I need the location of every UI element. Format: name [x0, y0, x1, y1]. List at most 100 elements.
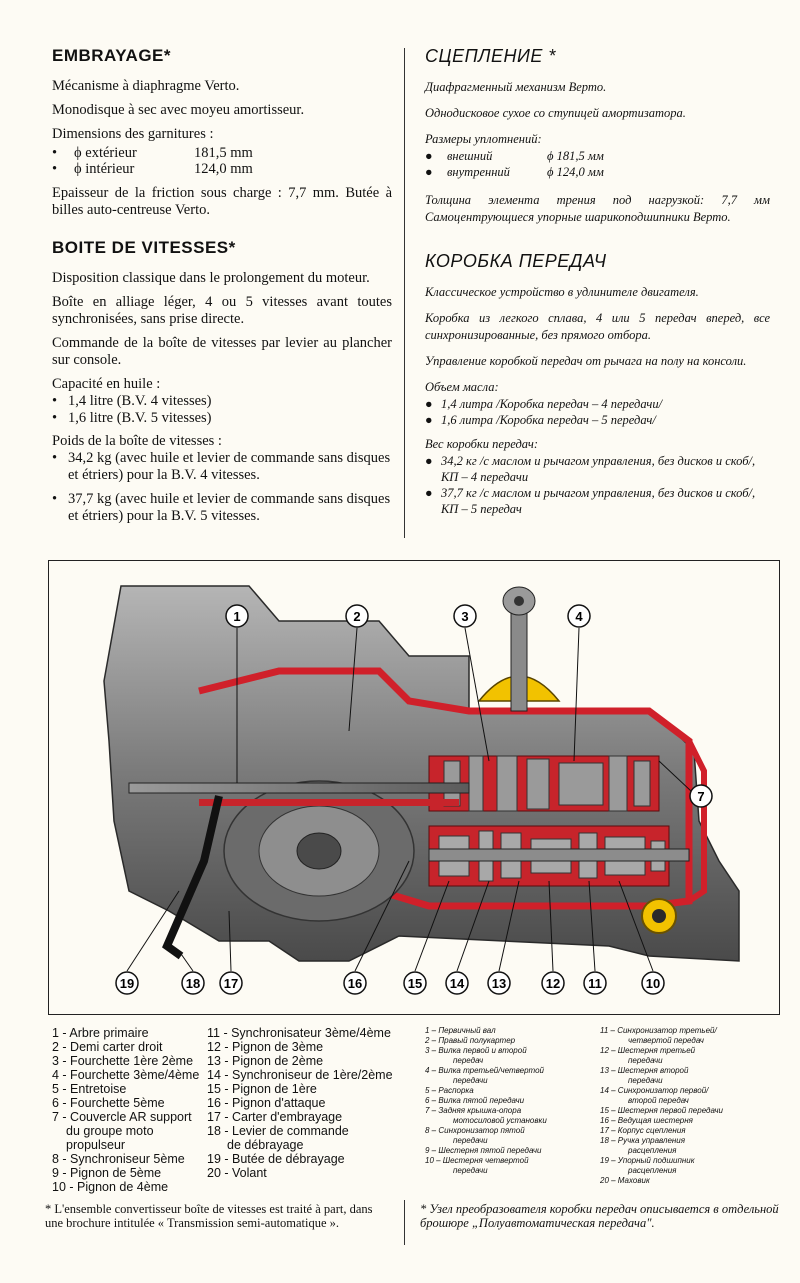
legend-item: 8 - Synchroniseur 5ème [52, 1152, 185, 1166]
callout-18: 18 [181, 971, 205, 995]
legend-col-2-ru: 11 – Синхронизатор третьей/ четвертой пе… [600, 1026, 723, 1186]
callout-12: 12 [541, 971, 565, 995]
boite-title: BOITE DE VITESSES* [52, 238, 236, 257]
svg-text:18: 18 [186, 976, 200, 991]
korobka-p5: Вес коробки передач: [425, 437, 538, 451]
legend-item: 13 - Pignon de 2ème [207, 1054, 324, 1068]
sceplenie-p1: Диафрагменный механизм Верто. [425, 80, 607, 94]
legend-item-ru: мотосиловой установки [453, 1116, 547, 1125]
legend-item: 7 - Couvercle AR support [52, 1110, 192, 1124]
gearbox-cutaway-figure: 1 2 3 4 7 19 18 17 16 15 14 13 12 11 10 [48, 560, 780, 1015]
callout-16: 16 [343, 971, 367, 995]
legend-item: 5 - Entretoise [52, 1082, 127, 1096]
footnote-fr: * L'ensemble convertisseur boîte de vite… [45, 1202, 373, 1230]
footnote-divider [404, 1200, 405, 1245]
callout-11: 11 [583, 971, 607, 995]
legend-item-ru: 4 – Вилка третьей/четвертой [425, 1066, 544, 1075]
sceplenie-p4: Толщина элемента трения под нагрузкой: 7… [425, 193, 770, 224]
callout-10: 10 [641, 971, 665, 995]
legend-col-1: 1 - Arbre primaire 2 - Demi carter droit… [52, 1026, 199, 1194]
weight-item-ru: ●37,7 кг /с маслом и рычагом управления,… [425, 486, 756, 516]
oil-item-ru: ●1,4 литра /Коробка передач – 4 передачи… [425, 397, 663, 411]
boite-p4: Capacité en huile : [52, 376, 161, 392]
input-shaft [128, 782, 470, 794]
callout-2: 2 [345, 604, 369, 628]
svg-text:10: 10 [646, 976, 660, 991]
legend-item-ru: 3 – Вилка первой и второй [425, 1046, 527, 1055]
svg-text:17: 17 [224, 976, 238, 991]
russian-column: СЦЕПЛЕНИЕ * Диафрагменный механизм Верто… [425, 40, 770, 517]
legend-item-ru: второй передач [628, 1096, 689, 1105]
legend-item: 2 - Demi carter droit [52, 1040, 163, 1054]
legend-item-ru: 6 – Вилка пятой передачи [425, 1096, 525, 1105]
oil-item: •1,4 litre (B.V. 4 vitesses) [52, 393, 212, 409]
legend-item: 15 - Pignon de 1ère [207, 1082, 317, 1096]
column-divider [404, 48, 405, 538]
svg-text:3: 3 [461, 609, 468, 624]
legend-item: 17 - Carter d'embrayage [207, 1110, 343, 1124]
svg-text:15: 15 [408, 976, 422, 991]
svg-text:12: 12 [546, 976, 560, 991]
legend-item-ru: передачи [453, 1076, 488, 1085]
legend-item: 20 - Volant [207, 1166, 267, 1180]
korobka-p2: Коробка из легкого сплава, 4 или 5 перед… [425, 311, 770, 342]
boite-p1: Disposition classique dans le prolongeme… [52, 270, 370, 286]
footnote-ru: * Узел преобразователя коробки передач о… [420, 1202, 779, 1230]
legend-item: 4 - Fourchette 3ème/4ème [52, 1068, 200, 1082]
callout-19: 19 [115, 971, 139, 995]
callout-4: 4 [567, 604, 591, 628]
clutch-lever [162, 795, 223, 960]
boite-p5: Poids de la boîte de vitesses : [52, 433, 222, 449]
legend-item-ru: расцепления [628, 1166, 677, 1175]
upper-gears [443, 755, 651, 812]
legend-col-2: 11 - Synchronisateur 3ème/4ème 12 - Pign… [207, 1026, 393, 1180]
legend-item-ru: 5 – Распорка [425, 1086, 474, 1095]
legend-item-ru: 13 – Шестерня второй [600, 1066, 689, 1075]
weight-item: •34,2 kg (avec huile et levier de comman… [52, 450, 391, 483]
legend-item: du groupe moto [66, 1124, 154, 1138]
dim-row: • ϕ extérieur 181,5 mm [52, 145, 253, 161]
red-section-edge [198, 667, 693, 910]
embrayage-p1: Mécanisme à diaphragme Verto. [52, 78, 240, 94]
legend-item-ru: 14 – Синхронизатор первой/ [600, 1086, 709, 1095]
leader-lines [126, 627, 692, 972]
dim-row-ru: ● внешний ϕ 181,5 мм [425, 149, 604, 163]
legend-item: 3 - Fourchette 1ère 2ème [52, 1054, 194, 1068]
legend-item-ru: 20 – Маховик [600, 1176, 650, 1185]
legend-item-ru: 17 – Корпус сцепления [600, 1126, 686, 1135]
legend-item: 14 - Synchroniseur de 1ère/2ème [207, 1068, 393, 1082]
svg-text:7: 7 [697, 789, 704, 804]
legend-item-ru: 11 – Синхронизатор третьей/ [600, 1026, 717, 1035]
legend-item-ru: 19 – Упорный подшипник [600, 1156, 695, 1165]
legend-item: de débrayage [227, 1138, 304, 1152]
sceplenie-title: СЦЕПЛЕНИЕ * [425, 46, 556, 66]
boite-p3: Commande de la boîte de vitesses par lev… [52, 335, 392, 368]
gearbox-illustration: 1 2 3 4 7 19 18 17 16 15 14 13 12 11 10 [103, 585, 740, 995]
callout-17: 17 [219, 971, 243, 995]
korobka-title: КОРОБКА ПЕРЕДАЧ [425, 251, 607, 271]
svg-text:1: 1 [233, 609, 240, 624]
legend-item-ru: передачи [453, 1166, 488, 1175]
legend-item-ru: 15 – Шестерня первой передачи [600, 1106, 723, 1115]
svg-text:14: 14 [450, 976, 465, 991]
korobka-p1: Классическое устройство в удлинителе дви… [425, 285, 699, 299]
callout-15: 15 [403, 971, 427, 995]
legend-item: 18 - Levier de commande [207, 1124, 349, 1138]
korobka-p3: Управление коробкой передач от рычага на… [425, 354, 747, 368]
embrayage-p4: Epaisseur de la friction sous charge : 7… [52, 185, 392, 218]
embrayage-p3: Dimensions des garnitures : [52, 126, 214, 142]
legend-item-ru: 18 – Ручка управления [600, 1136, 686, 1145]
legend-item: 10 - Pignon de 4ème [52, 1180, 169, 1194]
sceplenie-p2: Однодисковое сухое со ступицей амортизат… [425, 106, 686, 120]
french-column: EMBRAYAGE* Mécanisme à diaphragme Verto.… [52, 40, 392, 525]
callout-13: 13 [487, 971, 511, 995]
legend-item: 11 - Synchronisateur 3ème/4ème [207, 1026, 391, 1040]
callout-1: 1 [225, 604, 249, 628]
legend-item-ru: четвертой передач [628, 1036, 704, 1045]
legend-item-ru: 12 – Шестерня третьей [600, 1046, 696, 1055]
embrayage-p2: Monodisque à sec avec moyeu amortisseur. [52, 102, 305, 118]
legend-item: 12 - Pignon de 3ème [207, 1040, 324, 1054]
legend-item-ru: 1 – Первичный вал [425, 1026, 496, 1035]
svg-text:11: 11 [588, 976, 602, 991]
svg-text:2: 2 [353, 609, 360, 624]
